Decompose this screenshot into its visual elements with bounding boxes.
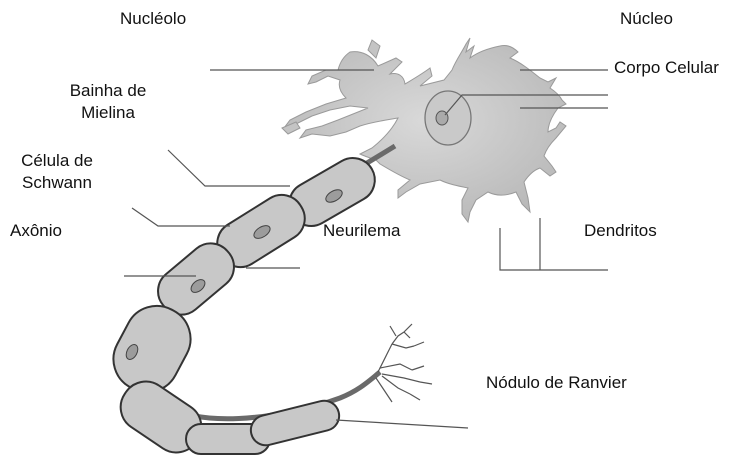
label-nodulo-de-ranvier: Nódulo de Ranvier bbox=[486, 372, 627, 394]
label-celula-line1: Célula de bbox=[10, 150, 104, 172]
leader-line-bainha bbox=[168, 150, 290, 186]
label-nucleo: Núcleo bbox=[620, 8, 673, 30]
cropped-title-fragment bbox=[318, 0, 458, 2]
label-axonio: Axônio bbox=[10, 220, 62, 242]
label-dendritos: Dendritos bbox=[584, 220, 657, 242]
cropped-title-glyphs bbox=[318, 0, 458, 2]
label-celula-line2: Schwann bbox=[10, 172, 104, 194]
label-celula-de-schwann: Célula de Schwann bbox=[10, 150, 104, 194]
leader-line-celula bbox=[132, 208, 230, 226]
label-bainha-line1: Bainha de bbox=[54, 80, 162, 102]
label-neurilema: Neurilema bbox=[323, 220, 400, 242]
label-bainha-de-mielina: Bainha de Mielina bbox=[54, 80, 162, 124]
label-corpo-celular: Corpo Celular bbox=[614, 57, 719, 79]
axon-terminal bbox=[376, 324, 432, 402]
leader-line-nodulo bbox=[336, 420, 468, 428]
label-nucleolo: Nucléolo bbox=[120, 8, 186, 30]
label-bainha-line2: Mielina bbox=[54, 102, 162, 124]
